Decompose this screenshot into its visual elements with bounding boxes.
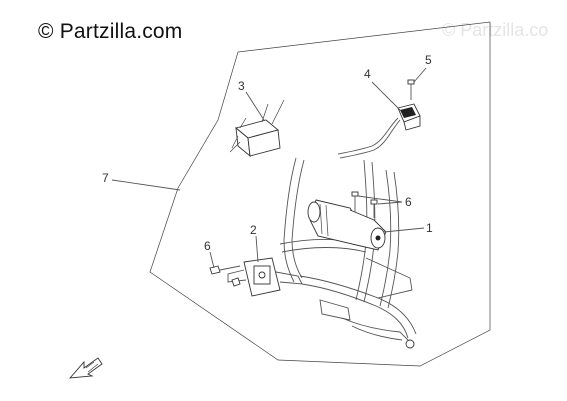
watermark-main: © Partzilla.com [38, 20, 183, 43]
part-6-bolts-upper[interactable] [351, 191, 378, 218]
part-4-switch[interactable] [337, 103, 421, 159]
callout-5: 5 [425, 53, 432, 67]
leader-7 [111, 179, 181, 191]
callout-6-upper: 6 [405, 195, 412, 209]
leader-4 [371, 81, 401, 111]
leader-1 [383, 227, 425, 233]
part-1-starter-motor[interactable] [307, 199, 387, 251]
part-2-bracket[interactable] [227, 257, 303, 297]
callout-1: 1 [426, 221, 433, 235]
part-5-screw[interactable] [407, 79, 415, 100]
callout-7: 7 [102, 171, 109, 185]
callout-2: 2 [250, 223, 257, 237]
assembly-boundary [149, 21, 491, 367]
callout-6-lower: 6 [204, 239, 211, 253]
part-3-relay[interactable] [229, 99, 285, 158]
leader-6-upper-a [357, 195, 403, 203]
callout-3: 3 [238, 79, 245, 93]
leader-6-lower [209, 251, 215, 269]
frame-structure [279, 157, 417, 349]
callout-4: 4 [364, 67, 371, 81]
leader-6-upper-b [377, 201, 403, 205]
front-direction-arrow-icon [68, 357, 103, 379]
watermark-faint: © Partzilla.co [442, 20, 549, 40]
leader-3 [245, 91, 265, 121]
leader-2 [255, 235, 259, 263]
leader-5 [413, 67, 427, 83]
part-6-bolts-lower[interactable] [209, 265, 241, 287]
